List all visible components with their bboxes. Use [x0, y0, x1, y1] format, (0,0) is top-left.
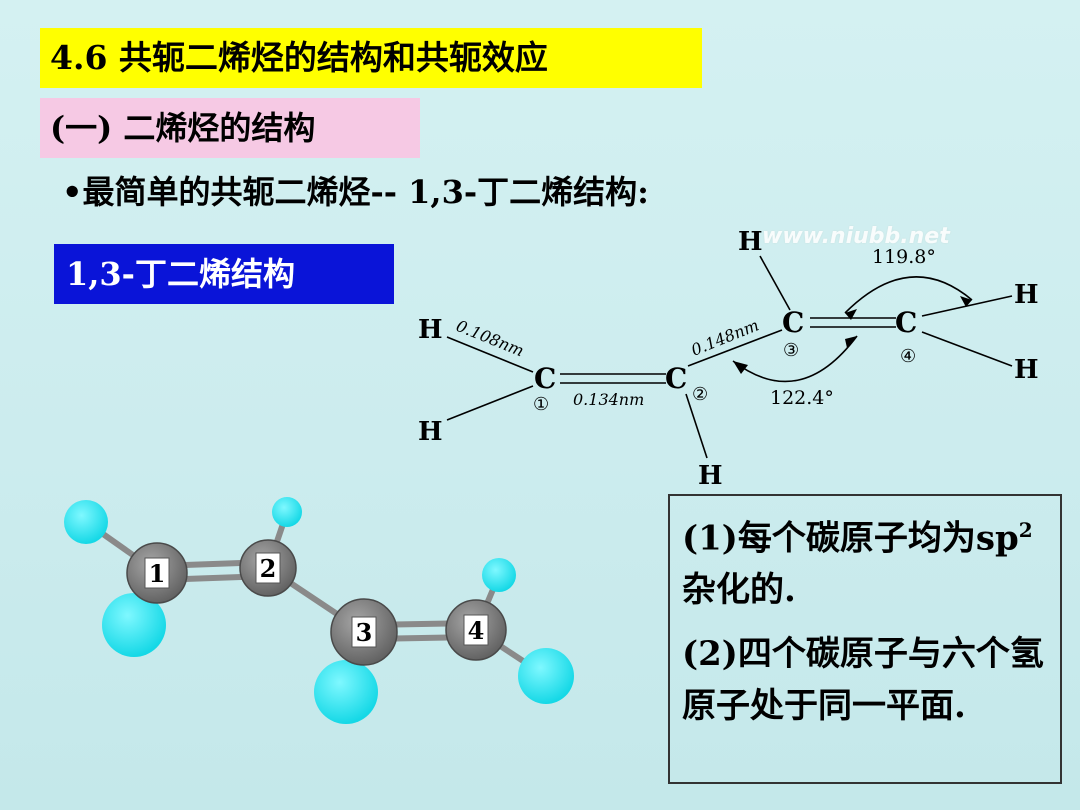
- bond-c4-h-lower: [921, 331, 1013, 367]
- atom-h: H: [418, 315, 443, 345]
- bond-c1-h-lower: [446, 385, 534, 421]
- bond-c3-h: [759, 255, 791, 311]
- bond-length-c1-c2: 0.134nm: [573, 390, 644, 409]
- slide-title: 4.6 共轭二烯烃的结构和共轭效应: [40, 28, 702, 88]
- carbon-number-3: ③: [783, 340, 799, 361]
- hydrogen-atom: [518, 648, 574, 704]
- bond-c2-h: [685, 393, 708, 459]
- arc-arrowhead: [845, 309, 857, 320]
- carbon-label-bg: [144, 552, 489, 648]
- hydrogen-atom: [314, 660, 378, 724]
- carbon-number-1: ①: [533, 394, 549, 415]
- atom-c1: C: [534, 362, 556, 395]
- hydrogen-atom: [102, 593, 166, 657]
- bond-c1-h-upper: [446, 336, 534, 373]
- ball-label-1: 1: [149, 559, 166, 588]
- atom-h: H: [1014, 280, 1039, 310]
- hydrogen-atoms: [64, 497, 574, 724]
- bond-c4-h-upper: [921, 295, 1013, 317]
- bullet-point: •最简单的共轭二烯烃-- 1,3-丁二烯结构:: [62, 173, 649, 211]
- carbon-number-4: ④: [900, 346, 916, 367]
- atom-c2: C: [665, 362, 687, 395]
- bond-c2-c3: [687, 329, 783, 367]
- watermark: www.niubb.net: [762, 224, 950, 249]
- angle-arc-c2: [732, 335, 858, 383]
- atom-c4: C: [895, 306, 917, 339]
- atom-h: H: [1014, 355, 1039, 385]
- bond-angle-c2: 122.4°: [770, 387, 834, 409]
- section-heading: (一) 二烯烃的结构: [40, 98, 420, 158]
- atom-c3: C: [782, 306, 804, 339]
- ball-label-4: 4: [468, 616, 485, 645]
- bond-angle-c3: 119.8°: [872, 246, 936, 268]
- arc-arrowhead: [960, 296, 972, 307]
- hydrogen-atom: [482, 558, 516, 592]
- note-hybridization: (1)每个碳原子均为sp2杂化的.: [682, 518, 1033, 611]
- arc-arrowhead: [733, 361, 748, 374]
- atom-h: H: [698, 461, 723, 491]
- note-planarity: (2)四个碳原子与六个氢原子处于同一平面.: [682, 634, 1044, 727]
- ball-label-3: 3: [356, 618, 373, 647]
- atom-h: H: [418, 417, 443, 447]
- arc-arrowhead: [845, 336, 857, 348]
- hydrogen-atom: [272, 497, 302, 527]
- notes-box: (1)每个碳原子均为sp2杂化的. (2)四个碳原子与六个氢原子处于同一平面.: [668, 494, 1062, 784]
- atom-h: H: [738, 227, 763, 257]
- structure-label: 1,3-丁二烯结构: [54, 244, 394, 304]
- angle-arc-c3: [844, 276, 973, 314]
- hydrogen-atom: [64, 500, 108, 544]
- carbon-number-2: ②: [692, 384, 708, 405]
- ball-label-2: 2: [260, 554, 277, 583]
